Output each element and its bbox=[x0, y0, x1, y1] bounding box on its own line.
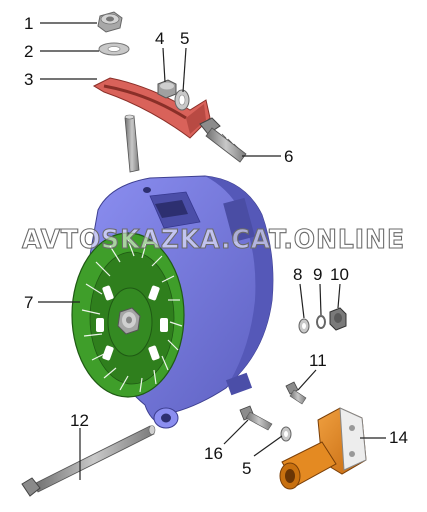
spring-washer-part-9 bbox=[316, 315, 326, 329]
callout-2: 2 bbox=[24, 42, 33, 61]
mounting-plate-part-14 bbox=[279, 407, 367, 490]
callout-5-upper: 5 bbox=[180, 29, 189, 48]
callout-3: 3 bbox=[24, 70, 33, 89]
washer-part-8 bbox=[298, 318, 310, 334]
bolt-part-6 bbox=[199, 117, 247, 163]
callout-16: 16 bbox=[204, 444, 223, 463]
callout-12: 12 bbox=[70, 411, 89, 430]
bolt-part-11 bbox=[285, 381, 307, 405]
callout-11: 11 bbox=[309, 351, 327, 370]
washer-part-5-lower bbox=[280, 426, 292, 442]
stud-pin bbox=[124, 114, 140, 173]
watermark-text: AVTOSKAZKA.CAT.ONLINE bbox=[22, 225, 405, 255]
callout-10: 10 bbox=[330, 265, 349, 284]
washer-part-2 bbox=[98, 42, 130, 56]
callout-4: 4 bbox=[155, 29, 164, 48]
tension-bracket-part-3 bbox=[92, 77, 211, 139]
callout-8: 8 bbox=[293, 265, 302, 284]
bolt-part-16 bbox=[239, 405, 273, 431]
callout-9: 9 bbox=[313, 265, 322, 284]
callout-6: 6 bbox=[284, 147, 293, 166]
washer-part-5-upper bbox=[174, 89, 190, 111]
leader-lines bbox=[38, 22, 386, 480]
callout-14: 14 bbox=[389, 428, 408, 447]
nut-part-10 bbox=[329, 307, 347, 331]
callout-7: 7 bbox=[24, 293, 33, 312]
long-bolt-part-12 bbox=[21, 425, 156, 497]
nut-part-4 bbox=[157, 79, 177, 99]
nut-part-1 bbox=[97, 11, 123, 33]
callout-labels: 1 2 3 4 5 6 7 8 9 10 11 12 14 16 5 bbox=[24, 14, 408, 478]
callout-1: 1 bbox=[24, 14, 33, 33]
callout-5-lower: 5 bbox=[242, 459, 251, 478]
pulley-nut bbox=[117, 307, 141, 335]
